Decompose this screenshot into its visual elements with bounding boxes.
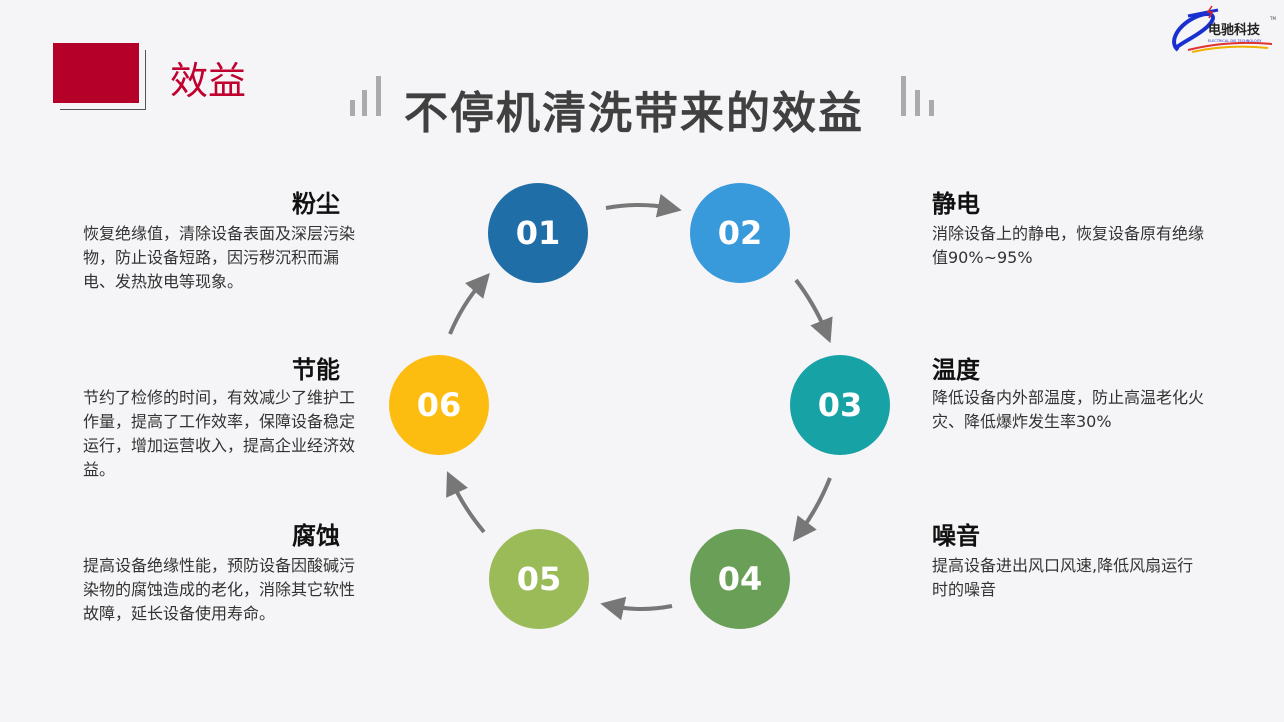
step-title-06: 节能 [292,356,340,384]
arrow-02-03 [794,278,833,344]
arrow-03-04 [792,477,832,542]
arrow-05-06 [446,471,486,534]
title-box [53,43,139,103]
page-title: 不停机清洗带来的效益 [404,88,864,139]
step-title-01: 粉尘 [292,190,340,218]
company-logo: 电驰科技 ELECTRICAL DIS TECHNOLOGY TM [1168,2,1280,56]
svg-text:电驰科技: 电驰科技 [1208,22,1261,38]
arrow-04-05 [600,596,673,621]
step-circle-05: 05 [489,529,589,629]
step-title-03: 温度 [932,356,980,384]
step-desc-06: 节约了检修的时间，有效减少了维护工作量，提高了工作效率，保障设备稳定运行，增加运… [83,388,356,479]
svg-text:TM: TM [1269,16,1276,21]
step-desc-03: 降低设备内外部温度，防止高温老化火灾、降低爆炸发生率30% [932,388,1205,431]
step-desc-04: 提高设备进出风口风速,降低风扇运行时的噪音 [932,556,1194,599]
arrow-06-01 [448,272,490,335]
step-desc-02: 消除设备上的静电，恢复设备原有绝缘值90%~95% [932,224,1205,267]
step-circle-06: 06 [389,355,489,455]
step-title-04: 噪音 [932,522,980,550]
step-circle-02: 02 [690,183,790,283]
step-circle-03: 03 [790,355,890,455]
step-circle-04: 04 [690,529,790,629]
arrow-01-02 [605,193,682,218]
step-title-05: 腐蚀 [292,522,340,550]
step-desc-05: 提高设备绝缘性能，预防设备因酸碱污染物的腐蚀造成的老化，消除其它软性故障，延长设… [83,556,356,623]
title-box-shadow [60,50,146,110]
section-title: 效益 [170,59,247,103]
svg-text:ELECTRICAL DIS TECHNOLOGY: ELECTRICAL DIS TECHNOLOGY [1208,39,1262,43]
step-title-02: 静电 [932,190,980,218]
step-desc-01: 恢复绝缘值，清除设备表面及深层污染物，防止设备短路，因污秽沉积而漏电、发热放电等… [83,224,356,291]
step-circle-01: 01 [488,183,588,283]
